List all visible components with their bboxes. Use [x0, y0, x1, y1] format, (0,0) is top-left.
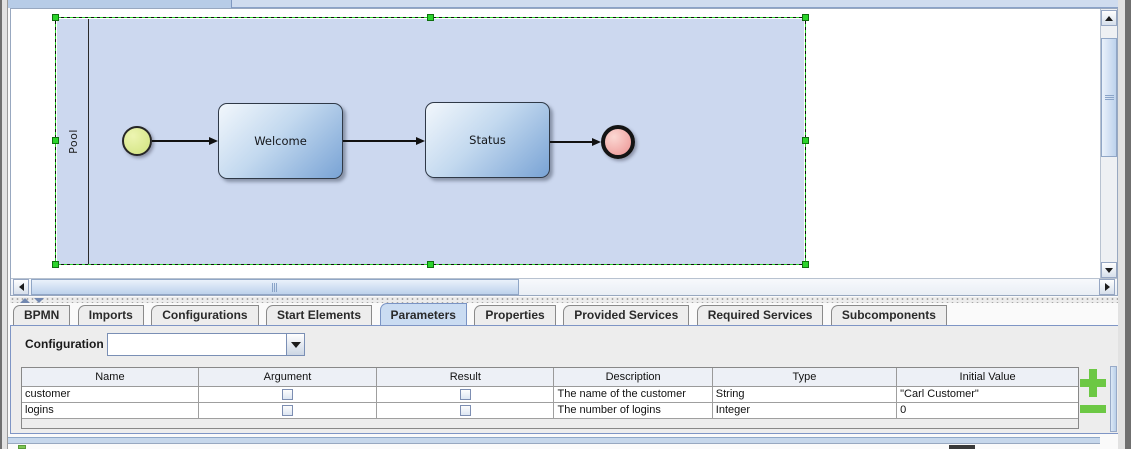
status-bar-widget: [949, 445, 975, 449]
sequence-flow-1-arrowhead: [209, 137, 218, 145]
scroll-right-button[interactable]: [1099, 279, 1115, 295]
editor-tab-strip: [0, 0, 1131, 8]
diagram-canvas[interactable]: Pool Welcome Status: [10, 8, 1118, 296]
sequence-flow-3-arrowhead: [592, 138, 601, 146]
cell-description[interactable]: The number of logins: [553, 401, 713, 419]
combobox-dropdown-button[interactable]: [286, 334, 304, 355]
thumb-grip-icon: [1105, 95, 1114, 100]
column-header-type[interactable]: Type: [711, 368, 898, 387]
parameters-table-scrollpane: Name Argument Result Description Type In…: [21, 367, 1079, 429]
status-bar: [8, 444, 1100, 449]
tab-provided-services[interactable]: Provided Services: [563, 305, 690, 325]
sequence-flow-2[interactable]: [343, 140, 417, 142]
column-header-result[interactable]: Result: [376, 368, 555, 387]
pool-lane-divider: [88, 19, 89, 264]
scroll-left-button[interactable]: [13, 279, 29, 295]
resize-handle-bottom-left[interactable]: [52, 261, 59, 268]
cell-name[interactable]: customer: [22, 385, 199, 403]
scroll-down-button[interactable]: [1101, 262, 1117, 278]
panel-scrollbar-sliver[interactable]: [1110, 366, 1117, 432]
sequence-flow-1[interactable]: [152, 140, 210, 142]
window-right-edge-inner: [1118, 0, 1125, 449]
cell-description[interactable]: The name of the customer: [553, 385, 713, 403]
parameters-table: Name Argument Result Description Type In…: [22, 368, 1078, 419]
splitter-collapse-down-icon[interactable]: [34, 298, 44, 303]
pool-label: Pool: [66, 129, 80, 154]
start-event-node[interactable]: [122, 126, 152, 156]
cell-initial-value[interactable]: 0: [896, 401, 1078, 419]
column-header-initial-value[interactable]: Initial Value: [896, 368, 1078, 387]
task-node-status[interactable]: Status: [425, 102, 550, 178]
cell-name[interactable]: logins: [22, 401, 199, 419]
cell-result: [376, 385, 555, 403]
task-label: Status: [469, 133, 506, 147]
resize-handle-mid-right[interactable]: [802, 137, 809, 144]
canvas-vertical-scrollbar[interactable]: [1100, 9, 1117, 278]
properties-pane: BPMN Imports Configurations Start Elemen…: [10, 303, 1123, 434]
tab-properties[interactable]: Properties: [474, 305, 556, 325]
tab-required-services[interactable]: Required Services: [696, 305, 824, 325]
table-header-row: Name Argument Result Description Type In…: [22, 368, 1078, 387]
cell-argument: [197, 401, 378, 419]
cell-type[interactable]: Integer: [711, 401, 898, 419]
column-header-argument[interactable]: Argument: [197, 368, 378, 387]
window-bottom-band: [8, 437, 1100, 444]
resize-handle-top-left[interactable]: [52, 14, 59, 21]
resize-handle-top-right[interactable]: [802, 14, 809, 21]
vertical-scrollbar-thumb[interactable]: [1101, 38, 1117, 157]
resize-handle-bottom-right[interactable]: [802, 261, 809, 268]
column-header-name[interactable]: Name: [22, 368, 199, 387]
window-right-edge: [1125, 0, 1131, 449]
table-row[interactable]: logins The number of logins Integer 0: [22, 401, 1078, 419]
editor-tab-partial[interactable]: [0, 0, 232, 8]
plus-icon: [1089, 369, 1097, 397]
tab-bpmn[interactable]: BPMN: [13, 305, 71, 325]
tab-parameters[interactable]: Parameters: [379, 303, 467, 325]
tab-imports[interactable]: Imports: [77, 305, 144, 325]
tab-subcomponents[interactable]: Subcomponents: [830, 305, 947, 325]
cell-type[interactable]: String: [711, 385, 898, 403]
canvas-horizontal-scrollbar[interactable]: [11, 278, 1117, 295]
parameters-tab-content: Configuration Name Argument Result: [10, 325, 1123, 434]
argument-checkbox[interactable]: [281, 404, 293, 416]
window-left-edge-inner: [2, 0, 8, 449]
column-header-description[interactable]: Description: [553, 368, 713, 387]
pane-splitter[interactable]: [10, 297, 1123, 303]
configuration-label: Configuration: [25, 337, 104, 351]
result-checkbox[interactable]: [459, 388, 471, 400]
remove-parameter-button[interactable]: [1080, 405, 1106, 413]
tab-configurations[interactable]: Configurations: [151, 305, 259, 325]
triangle-left-icon: [18, 283, 24, 291]
resize-handle-bottom-mid[interactable]: [427, 261, 434, 268]
thumb-grip-icon: [272, 283, 278, 292]
sequence-flow-3[interactable]: [550, 141, 593, 143]
cell-initial-value[interactable]: "Carl Customer": [896, 385, 1078, 403]
task-node-welcome[interactable]: Welcome: [218, 103, 343, 179]
argument-checkbox[interactable]: [281, 388, 293, 400]
triangle-down-icon: [1105, 267, 1113, 273]
end-event-node[interactable]: [601, 125, 635, 159]
sequence-flow-2-arrowhead: [416, 137, 425, 145]
cell-argument: [197, 385, 378, 403]
triangle-up-icon: [1105, 15, 1113, 21]
status-indicator-icon: [18, 445, 26, 449]
window-left-edge: [0, 0, 2, 449]
properties-tab-bar: BPMN Imports Configurations Start Elemen…: [10, 303, 1123, 325]
task-label: Welcome: [254, 134, 307, 148]
result-checkbox[interactable]: [459, 404, 471, 416]
table-row[interactable]: customer The name of the customer String…: [22, 385, 1078, 403]
configuration-combobox[interactable]: [107, 333, 305, 356]
horizontal-scrollbar-thumb[interactable]: [31, 279, 519, 295]
scroll-up-button[interactable]: [1101, 10, 1117, 26]
add-parameter-button[interactable]: [1080, 369, 1106, 397]
tab-start-elements[interactable]: Start Elements: [266, 305, 373, 325]
cell-result: [376, 401, 555, 419]
resize-handle-top-mid[interactable]: [427, 14, 434, 21]
splitter-collapse-up-icon[interactable]: [20, 298, 30, 303]
resize-handle-mid-left[interactable]: [52, 137, 59, 144]
chevron-down-icon: [290, 341, 301, 348]
triangle-right-icon: [1104, 283, 1110, 291]
